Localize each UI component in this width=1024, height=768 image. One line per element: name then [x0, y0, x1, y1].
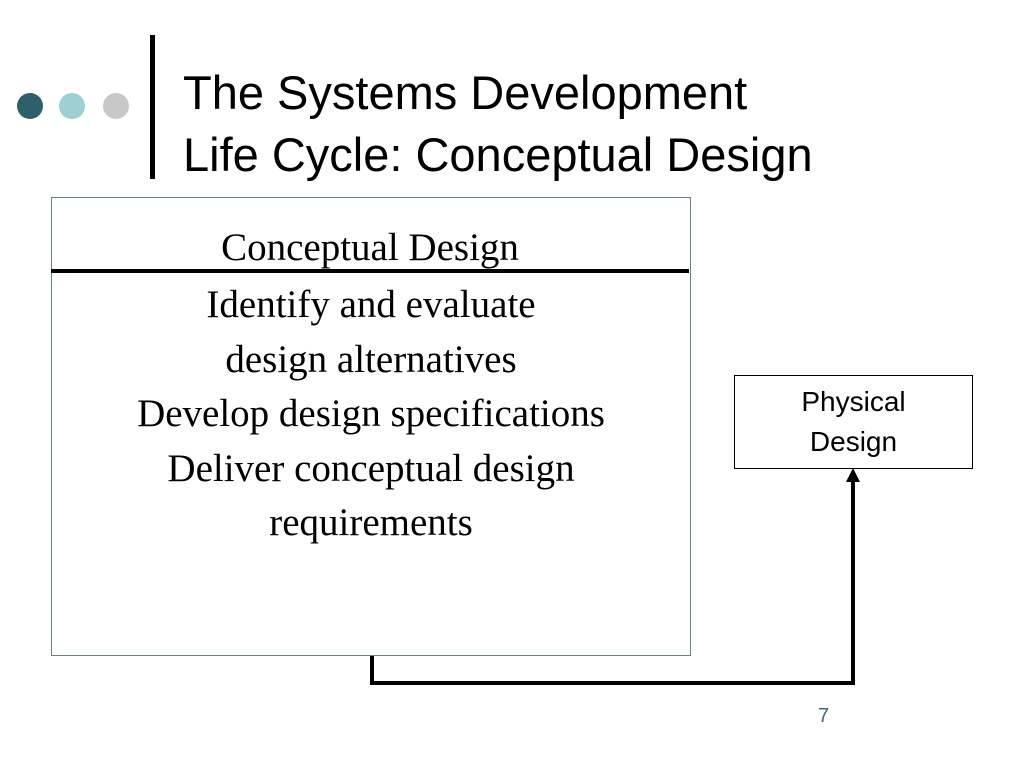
task-line: Develop design specifications [137, 392, 605, 435]
task-line: design alternatives [225, 337, 517, 381]
conceptual-design-tasks: Identify and evaluate design alternative… [51, 278, 691, 551]
bullet-dot-grey [103, 93, 129, 119]
physical-design-label-line-2: Design [809, 426, 898, 457]
page-number: 7 [818, 705, 830, 727]
task-line: requirements [269, 501, 473, 544]
slide-title: The Systems Development Life Cycle: Conc… [183, 62, 983, 186]
physical-design-box: Physical Design [734, 375, 973, 469]
title-divider-bar [150, 35, 155, 179]
conceptual-design-box [51, 197, 691, 656]
task-line: Identify and evaluate [206, 283, 536, 326]
heading-underline [51, 269, 689, 273]
conceptual-design-heading: Conceptual Design [221, 226, 519, 269]
task-line: Deliver conceptual design [167, 446, 575, 490]
bullet-dot-dark [17, 93, 43, 119]
slide-title-line-1: The Systems Development [183, 66, 748, 119]
arrow-head [846, 468, 860, 482]
physical-design-label-line-1: Physical [801, 386, 906, 417]
connector-line [370, 480, 855, 685]
bullet-dot-teal [59, 93, 85, 119]
slide-title-line-2: Life Cycle: Conceptual Design [183, 128, 813, 181]
